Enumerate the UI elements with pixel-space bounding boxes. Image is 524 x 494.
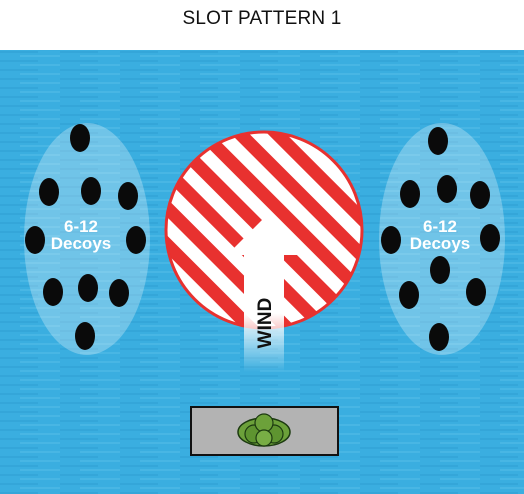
left-decoy-count: 6-12 [64, 217, 98, 236]
decoy-icon [81, 177, 101, 205]
left-decoy-group: 6-12 Decoys [24, 123, 150, 355]
decoy-icon [381, 226, 401, 254]
decoy-icon [428, 127, 448, 155]
decoy-icon [70, 124, 90, 152]
decoy-icon [43, 278, 63, 306]
right-decoy-count: 6-12 [423, 217, 457, 236]
diagram-title: SLOT PATTERN 1 [182, 8, 342, 29]
decoy-icon [437, 175, 457, 203]
left-decoy-label: Decoys [51, 234, 111, 253]
wind-label: WIND [255, 298, 276, 349]
pond-scene: 6-12 Decoys 6-12 Decoys WIND [0, 50, 524, 494]
up-arrow-icon [227, 218, 301, 372]
decoy-icon [466, 278, 486, 306]
decoy-icon [400, 180, 420, 208]
decoy-icon [118, 182, 138, 210]
decoy-icon [126, 226, 146, 254]
hunters-icon [237, 413, 291, 447]
decoy-icon [399, 281, 419, 309]
hunting-blind [190, 406, 339, 456]
decoy-icon [470, 181, 490, 209]
decoy-icon [75, 322, 95, 350]
decoy-icon [39, 178, 59, 206]
decoy-icon [78, 274, 98, 302]
decoy-icon [480, 224, 500, 252]
decoy-icon [109, 279, 129, 307]
decoy-icon [430, 256, 450, 284]
right-decoy-label: Decoys [410, 234, 470, 253]
decoy-icon [25, 226, 45, 254]
wind-arrow: WIND [227, 218, 301, 372]
decoy-icon [429, 323, 449, 351]
right-decoy-group: 6-12 Decoys [379, 123, 505, 355]
